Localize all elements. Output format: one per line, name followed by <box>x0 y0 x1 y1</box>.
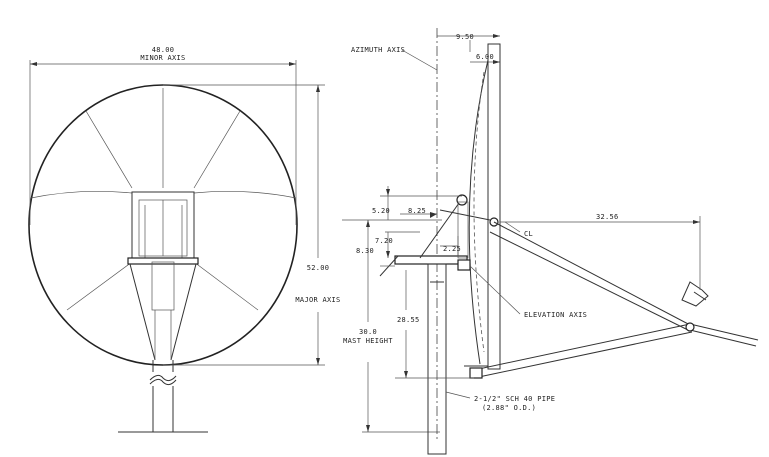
major-axis-label: MAJOR AXIS <box>295 296 340 304</box>
side-view: AZIMUTH AXIS 9.50 6.00 <box>351 28 759 455</box>
front-mast <box>118 360 208 433</box>
dim-32-56-lines <box>500 216 701 290</box>
front-view: 48.00 MINOR AXIS 52.00 MAJOR AXIS <box>28 46 340 433</box>
dim-32-56: 32.56 <box>596 213 619 221</box>
side-mast <box>427 263 447 455</box>
centerline-label: CL <box>524 230 533 238</box>
side-left-dimensions <box>380 186 462 258</box>
minor-axis-label: MINOR AXIS <box>140 54 185 62</box>
front-mount-bracket <box>127 191 199 265</box>
pipe-label-line2: (2.88" O.D.) <box>482 404 536 412</box>
dim-2-25: 2.25 <box>443 245 461 253</box>
major-axis-value: 52.00 <box>307 264 330 272</box>
major-axis-dimension <box>163 84 325 366</box>
pipe-label-line1: 2-1/2" SCH 40 PIPE <box>474 395 555 403</box>
dim-8-25: 8.25 <box>408 207 426 215</box>
dish-ribs <box>30 88 297 311</box>
mast-height-dimension <box>342 219 442 433</box>
dim-28-55-lines <box>380 265 474 379</box>
elevation-axis-label: ELEVATION AXIS <box>524 311 587 319</box>
dim-5-20: 5.20 <box>372 207 390 215</box>
dim-7-20: 7.20 <box>375 237 393 245</box>
minor-axis-value: 48.00 <box>152 46 175 54</box>
minor-axis-dimension <box>29 60 297 225</box>
side-mount <box>379 194 499 277</box>
front-yoke <box>129 261 197 361</box>
dim-28-55: 28.55 <box>397 316 420 324</box>
dish-profile <box>464 43 501 370</box>
dim-6-00: 6.00 <box>476 53 494 61</box>
dim-9-50: 9.50 <box>456 33 474 41</box>
azimuth-axis-label: AZIMUTH AXIS <box>351 46 405 54</box>
feed-horn <box>681 281 709 307</box>
dim-8-30: 8.30 <box>356 247 374 255</box>
feed-struts <box>469 221 759 379</box>
mast-height-label: MAST HEIGHT <box>343 337 393 345</box>
mast-height-value: 30.0 <box>359 328 377 336</box>
